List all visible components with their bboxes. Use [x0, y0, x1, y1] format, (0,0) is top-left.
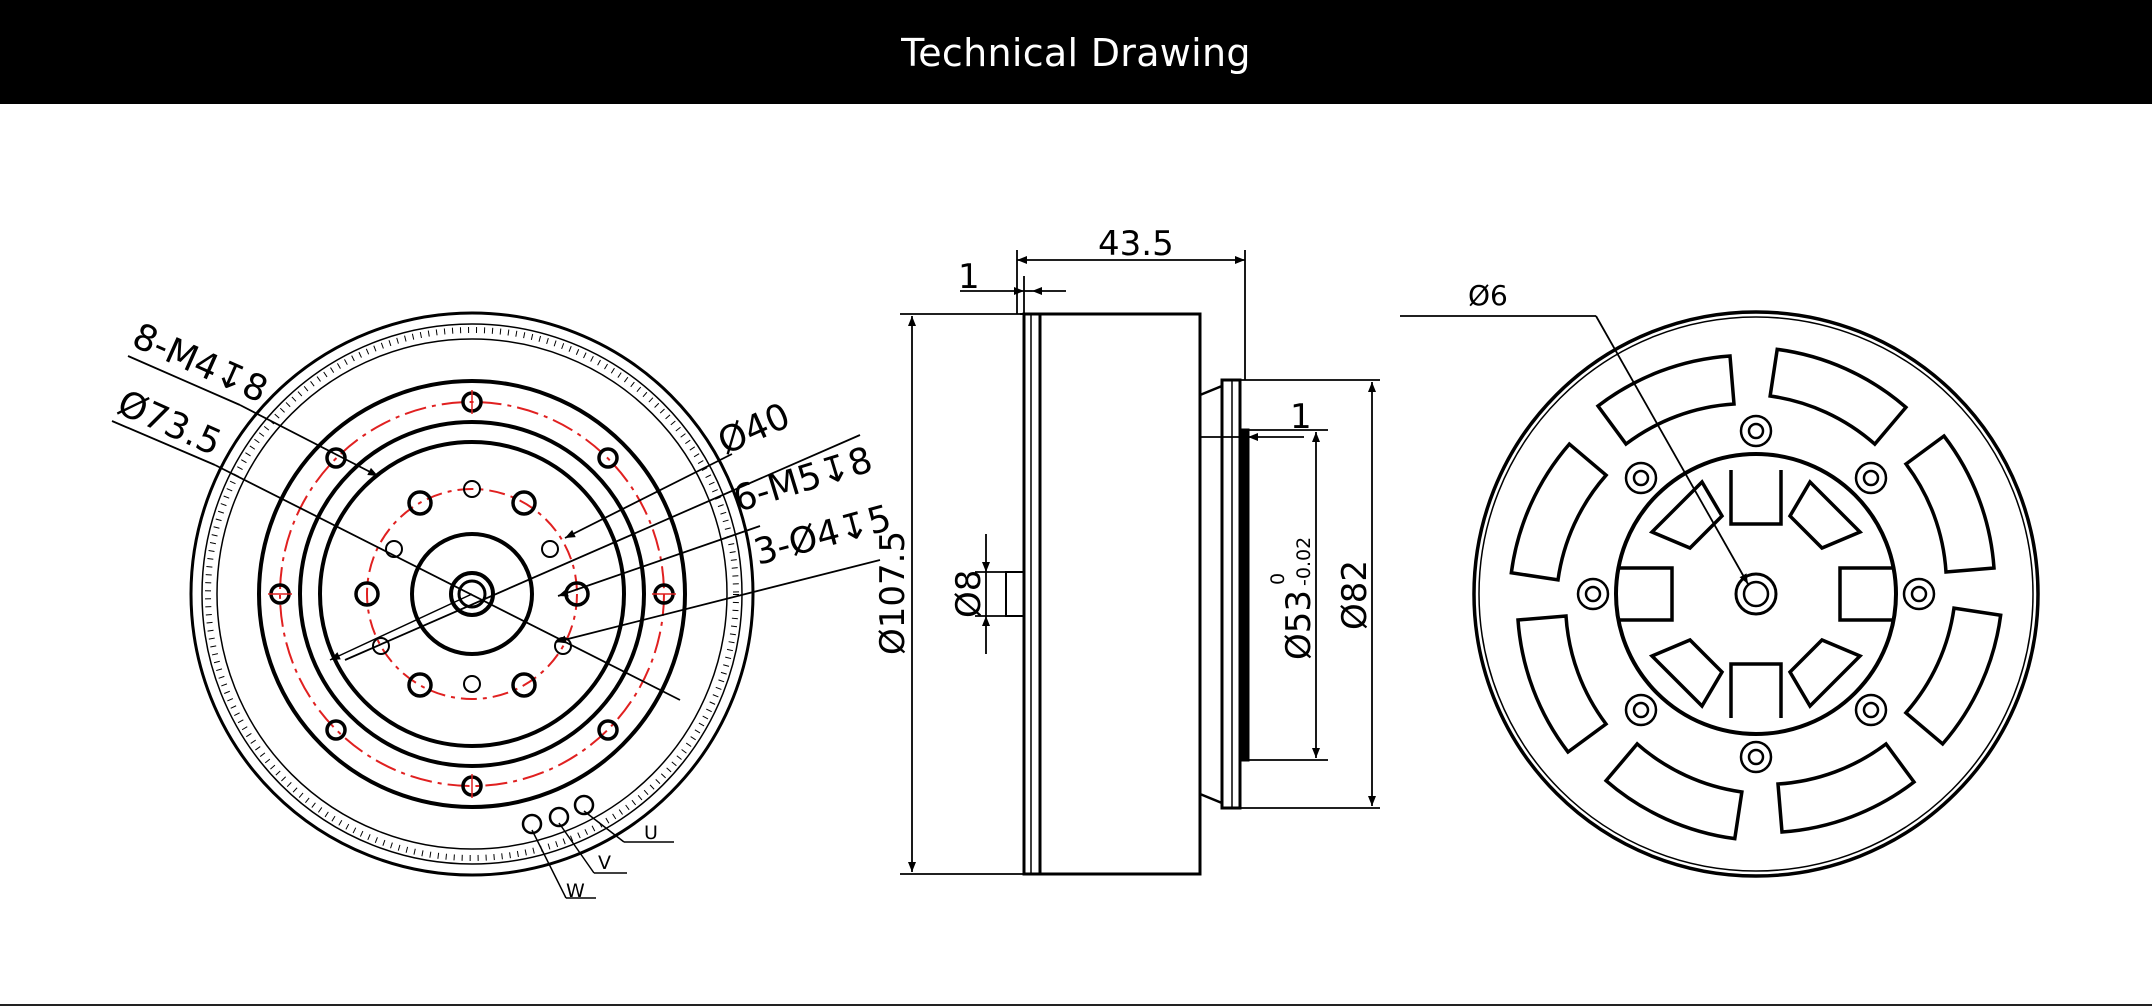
label-43-5: 43.5	[1098, 224, 1174, 264]
label-phase-u: U	[644, 822, 658, 844]
label-dia-40: Ø40	[712, 396, 796, 464]
rear-bolts	[1576, 414, 1936, 774]
label-dia-53-tol-upper: 0	[1267, 573, 1289, 585]
front-flange	[1022, 312, 1042, 876]
label-dia-6: Ø6	[1468, 279, 1508, 312]
spigot	[1238, 428, 1250, 762]
side-view-labels: 43.5 1 1 Ø107.5 Ø8 Ø53 0 -0.02 Ø82	[873, 224, 1375, 660]
label-phase-v: V	[598, 852, 611, 874]
mounting-ring	[257, 379, 687, 809]
rear-hub	[1614, 452, 1898, 736]
rear-view	[1400, 310, 2040, 878]
label-dia-73-5: Ø73.5	[111, 383, 227, 465]
rear-shaft-outer	[1734, 572, 1778, 616]
rear-outer-rim	[1472, 310, 2040, 878]
label-gap-1: 1	[958, 257, 980, 297]
side-view	[900, 250, 1380, 876]
holes-m4	[268, 390, 676, 798]
rear-housing	[1220, 378, 1242, 810]
header-bar	[0, 0, 2152, 104]
rear-hub-slots	[1618, 470, 1894, 718]
rear-shaft-inner	[1742, 580, 1770, 608]
label-dia-82: Ø82	[1335, 560, 1375, 630]
page-title: Technical Drawing	[901, 31, 1251, 75]
shaft-circle-outer	[449, 571, 495, 617]
rear-slots	[1509, 347, 2003, 841]
hub-circle	[410, 532, 534, 656]
label-step-1: 1	[1290, 397, 1312, 437]
shaft	[1005, 571, 1025, 617]
front-view-labels: 8-M4↧8 Ø73.5 Ø40 6-M5↧8 3-Ø4↧5 U V W	[111, 316, 895, 902]
rear-step	[1199, 384, 1224, 805]
label-dia-107-5: Ø107.5	[873, 531, 913, 655]
holes-4mm	[372, 480, 572, 693]
rear-view-labels: Ø6	[1468, 279, 1508, 312]
label-dia-53-tol-lower: -0.02	[1293, 537, 1315, 586]
label-phase-w: W	[566, 880, 585, 902]
rim-knurl	[205, 327, 739, 861]
front-view	[111, 311, 881, 899]
label-dia-8: Ø8	[949, 570, 989, 618]
shaft-circle-inner	[457, 579, 487, 609]
stator-body	[1038, 312, 1202, 876]
label-dia-53: Ø53	[1279, 590, 1319, 660]
phase-outlets	[521, 794, 595, 835]
outer-rim	[189, 311, 755, 877]
pitch-circle-inner	[366, 488, 578, 700]
bottom-rule	[0, 1004, 2152, 1006]
